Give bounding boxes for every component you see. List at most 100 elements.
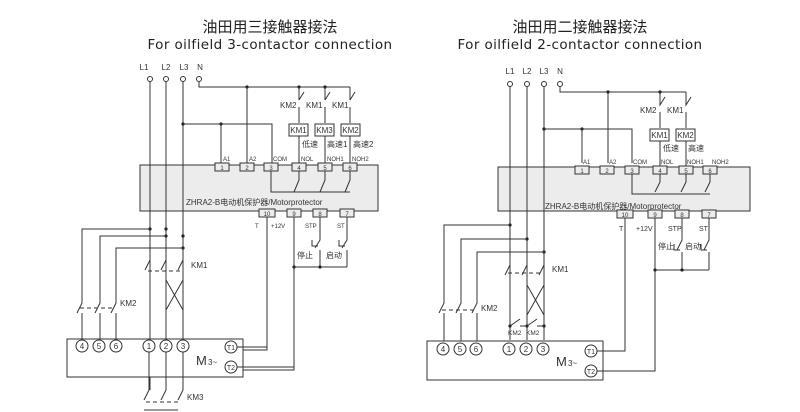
terminal-num: 9 [292,212,296,218]
start-button-label: 启动 [326,250,342,260]
motor-terminal-label: 3 [181,342,186,351]
terminal-label: +12V [271,224,285,230]
supply-label-n: N [197,63,203,72]
coil-label: KM2 [342,126,359,135]
supply-terminal-l3 [180,76,186,82]
terminal-label: +12V [636,226,653,233]
terminal-num: 10 [264,212,271,218]
speed-label: 高速2 [353,139,374,149]
motor-sub-label: 3~ [568,359,577,368]
supply-terminal-l1 [147,76,153,82]
terminal-label: NOL [301,157,314,163]
thermal-label: T2 [587,369,595,376]
interlock-label: KM2 [640,106,657,115]
terminal-label: A1 [223,157,231,163]
terminal-label: NOL [661,160,674,166]
supply-label-l3: L3 [180,63,189,72]
supply-label-l1: L1 [140,63,149,72]
stop-button-label: 停止 [658,241,674,251]
thermal-label: T2 [227,365,235,372]
terminal-label: T [619,226,624,233]
terminal-label: NOH1 [687,160,704,166]
interlock-label: KM2 [280,101,297,110]
thermal-label: T1 [587,349,595,356]
contactor-label-km2: KM2 [120,299,137,308]
motor-sub-label: 3~ [208,358,217,367]
coil-label: KM1 [290,126,307,135]
supply-label-l3: L3 [540,67,549,76]
interlock-label: KM1 [332,101,349,110]
interlock-label: KM1 [667,106,684,115]
terminal-num: 7 [345,212,349,218]
right-title-cn: 油田用二接触器接法 [512,18,648,36]
stop-button-label: 停止 [297,250,313,260]
motor-terminal-label: 3 [541,345,546,354]
motor-terminal-label: 4 [441,345,446,354]
thermal-label: T1 [227,345,235,352]
terminal-num: 6 [708,169,712,175]
right-title-en: For oilfield 2-contactor connection [457,37,703,53]
supply-label-l1: L1 [506,67,515,76]
left-title-cn: 油田用三接触器接法 [202,18,338,36]
device-label: ZHRA2-B电动机保护器/Motorprotector [545,201,682,211]
motor-terminal-label: 6 [114,342,119,351]
terminal-num: 1 [580,169,584,175]
speed-label: 高速1 [327,139,348,149]
motor-label: M [196,353,207,368]
motor-terminal-label: 2 [524,345,529,354]
motor-terminal-label: 5 [97,342,102,351]
terminal-label: T [255,224,259,230]
motor-terminal-label: 1 [147,342,152,351]
terminal-label: NOH1 [327,157,344,163]
terminal-label: COM [273,157,287,163]
terminal-num: 8 [680,213,684,219]
start-button-label: 启动 [685,241,701,251]
supply-label-l2: L2 [523,67,532,76]
motor-terminal-label: 4 [80,342,85,351]
terminal-num: 4 [658,169,662,175]
contactor-label-km1: KM1 [191,261,208,270]
motor-terminals [436,342,598,378]
terminal-label: A1 [583,160,591,166]
terminal-label: STP [305,224,317,230]
motor-terminals [75,339,238,374]
terminal-num: 2 [605,169,609,175]
interlock-label: KM1 [306,101,323,110]
coil-label: KM1 [651,131,668,140]
speed-label: 低速 [663,143,679,153]
top-terminals [574,165,718,175]
supply-label-n: N [557,67,563,76]
device-label: ZHRA2-B电动机保护器/Motorprotector [186,197,323,207]
speed-label: 低速 [302,139,318,149]
terminal-label: COM [633,160,647,166]
terminal-num: 4 [297,166,301,172]
terminal-num: 8 [318,212,322,218]
terminal-num: 3 [269,166,273,172]
motor-label: M [556,354,567,369]
terminal-label: NOH2 [352,157,369,163]
terminal-label: A2 [249,157,257,163]
terminal-num: 6 [348,166,352,172]
terminal-num: 9 [653,213,657,219]
terminal-num: 7 [707,213,711,219]
terminal-label: ST [337,224,345,230]
coil-label: KM2 [677,131,694,140]
terminal-num: 2 [245,166,249,172]
terminal-label: ST [699,226,709,233]
supply-label-l2: L2 [162,63,171,72]
supply-terminal-l2 [163,76,169,82]
terminal-label: A2 [609,160,617,166]
contactor-label-km3: KM3 [187,393,204,402]
terminal-label: STP [668,226,682,233]
star-contact-label: KM2 [508,330,522,337]
motor-terminal-label: 5 [458,345,463,354]
motor-terminal-label: 6 [474,345,479,354]
supply-terminal-n [196,76,202,82]
motor-terminal-label: 2 [164,342,169,351]
terminal-num: 10 [622,213,629,219]
terminal-num: 5 [323,166,327,172]
coil-label: KM3 [316,126,333,135]
motor-terminal-label: 1 [507,345,512,354]
